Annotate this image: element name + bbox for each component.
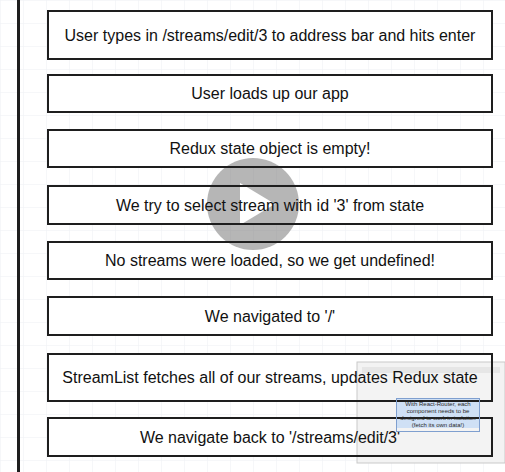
process-box: StreamList fetches all of our streams, u… xyxy=(47,353,493,402)
box-fill xyxy=(47,241,493,280)
box-fill xyxy=(47,296,493,336)
process-box: We navigated to '/' xyxy=(47,296,493,336)
box-label: User types in /streams/edit/3 to address… xyxy=(65,26,476,45)
box-label: No streams were loaded, so we get undefi… xyxy=(105,251,435,270)
box-label: With React-Router, each component needs … xyxy=(400,401,476,429)
box-label: StreamList fetches all of our streams, u… xyxy=(62,368,477,387)
process-box: We try to select stream with id '3' from… xyxy=(47,185,493,225)
box-fill xyxy=(47,10,493,60)
box-label: We try to select stream with id '3' from… xyxy=(116,196,424,215)
margin-line xyxy=(17,0,20,472)
note-card: With React-Router, each component needs … xyxy=(396,398,480,432)
process-box: Redux state object is empty! xyxy=(47,129,493,168)
thumbnail-card xyxy=(396,398,480,428)
box-label: User loads up our app xyxy=(191,84,348,103)
box-label: We navigate back to '/streams/edit/3' xyxy=(140,428,400,447)
box-label: Redux state object is empty! xyxy=(170,139,371,158)
process-box: No streams were loaded, so we get undefi… xyxy=(47,241,493,280)
process-box: User types in /streams/edit/3 to address… xyxy=(47,10,493,60)
box-label: We navigated to '/' xyxy=(205,307,335,326)
box-fill xyxy=(47,74,493,113)
process-box: User loads up our app xyxy=(47,74,493,113)
